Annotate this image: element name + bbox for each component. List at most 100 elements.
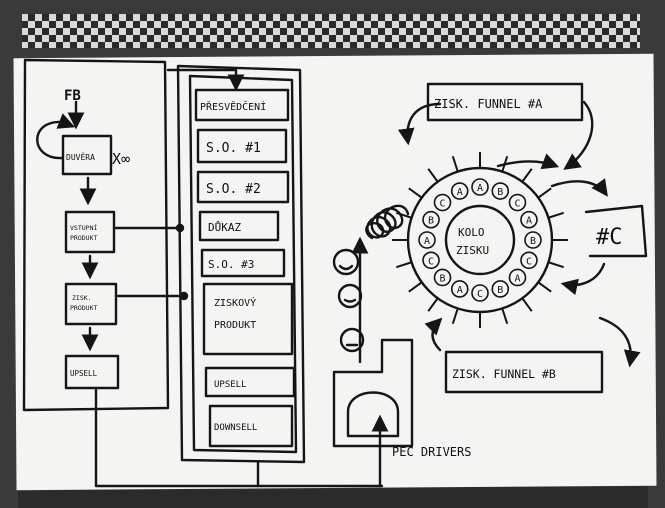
middle-inner-frame (188, 74, 298, 454)
wheel-letter-circle (422, 210, 440, 229)
label-presvedceni: PŘESVĚDČENÍ (200, 100, 266, 113)
wheel-spoke (548, 211, 565, 219)
wheel-spoke (408, 187, 423, 199)
acq-product-box (64, 282, 118, 326)
box-so1 (196, 128, 288, 164)
smile-face-icon (332, 248, 360, 276)
wheel-letter: C (428, 256, 434, 267)
wheel-letter-circle (450, 280, 469, 298)
wheel-letter: A (514, 273, 520, 284)
wheel-spoke (521, 297, 533, 312)
funnel-c-label: #C (596, 225, 623, 250)
arrow-a-down (563, 100, 594, 170)
wheel-letter: A (526, 216, 532, 227)
box-downsell (208, 404, 294, 448)
wheel-letter: B (440, 273, 446, 284)
label-so1: S.O. #1 (206, 141, 261, 156)
wheel-letter: C (477, 289, 483, 300)
label-so2: S.O. #2 (206, 182, 261, 197)
wheel-spoke (548, 261, 565, 269)
wheel-letter-circle (491, 182, 510, 200)
wheel-letter: C (440, 199, 446, 210)
wheel-spoke (427, 168, 439, 183)
connector-dot-2 (179, 291, 189, 301)
wheel-letter-circle (491, 280, 510, 298)
wheel-spoke (537, 187, 552, 199)
arrow-to-b (598, 316, 641, 368)
box-upsell-mid (204, 366, 296, 398)
drivers-label: PEC DRIVERS (392, 445, 471, 459)
wheel-spoke (451, 155, 459, 172)
wheel-letter-circle (520, 210, 538, 229)
wheel-letter-circle (471, 178, 489, 196)
wheel-spoke (451, 308, 459, 325)
wheel-letter-circle (508, 268, 527, 287)
label-downsell: DOWNSELL (214, 423, 257, 433)
wheel-spoke (521, 168, 533, 183)
wheel-letter-circle (524, 231, 542, 249)
face-icons (332, 248, 365, 353)
wheel-letter: B (428, 216, 434, 227)
funnel-b-label: ZISK. FUNNEL #B (452, 367, 556, 381)
box-so2 (196, 170, 290, 204)
smoke-spiral (365, 204, 410, 240)
upsell-left-label: UPSELL (70, 369, 98, 378)
wheel-letter: A (457, 285, 463, 296)
wheel-letter-circle (520, 251, 538, 270)
wheel-spoke (427, 297, 439, 312)
wheel-spoke (501, 308, 509, 325)
wheel-letter-circle (450, 182, 469, 200)
wheel-spoke (501, 155, 509, 172)
wheel-letter: C (514, 199, 520, 210)
neutral-smile-face-icon (337, 283, 363, 309)
fb-label: FB (64, 88, 81, 104)
left-frame (22, 58, 170, 412)
bottom-line (94, 388, 384, 488)
wheel-letter: A (457, 187, 463, 198)
wheel-letter: C (526, 256, 532, 267)
wheel-inner (444, 204, 516, 276)
label-upsell-mid: UPSELL (214, 380, 247, 390)
label-dukaz: DŮKAZ (208, 221, 241, 234)
label-so3: S.O. #3 (208, 258, 254, 271)
arrow-c-back (560, 262, 606, 296)
trust-box (61, 134, 113, 176)
box-so3 (200, 248, 286, 278)
notebook-cover-top (22, 14, 640, 48)
wheel-letter: B (497, 285, 503, 296)
arrow-a-to-wheel (397, 102, 442, 146)
wheel-spoke (408, 281, 423, 293)
wheel-letter: A (477, 183, 483, 194)
oven-outline (332, 338, 414, 448)
oven-door (346, 391, 400, 438)
trust-label: DUVĚRA (66, 151, 95, 162)
wheel-letter: B (530, 236, 536, 247)
neutral-face-icon (339, 327, 365, 353)
wheel-spoke (395, 211, 412, 219)
wheel-letter-circle (433, 268, 452, 287)
arrow-b-up (424, 317, 443, 352)
trust-multiplier: X∞ (112, 150, 130, 168)
trust-loop-arrow (36, 113, 76, 160)
middle-frame (176, 64, 306, 464)
wheel-letter-circle (471, 284, 489, 302)
paper-page (13, 53, 657, 491)
box-presvedceni (194, 88, 290, 122)
box-ziskovy (202, 282, 294, 356)
wheel-letter-circle (418, 231, 436, 249)
wheel-letter-circle (508, 193, 527, 212)
acq-label: ZISK.PRODUKT (70, 294, 97, 312)
funnel-a-label: ZISK. FUNNEL #A (434, 97, 543, 111)
wheel-spokes (392, 152, 568, 328)
wheel-letter-circle (433, 193, 452, 212)
box-dukaz (198, 210, 280, 242)
wheel-spoke (537, 281, 552, 293)
wheel-letter-circle (422, 251, 440, 270)
arrow-to-c (550, 178, 608, 197)
funnel-b-box (444, 350, 604, 394)
